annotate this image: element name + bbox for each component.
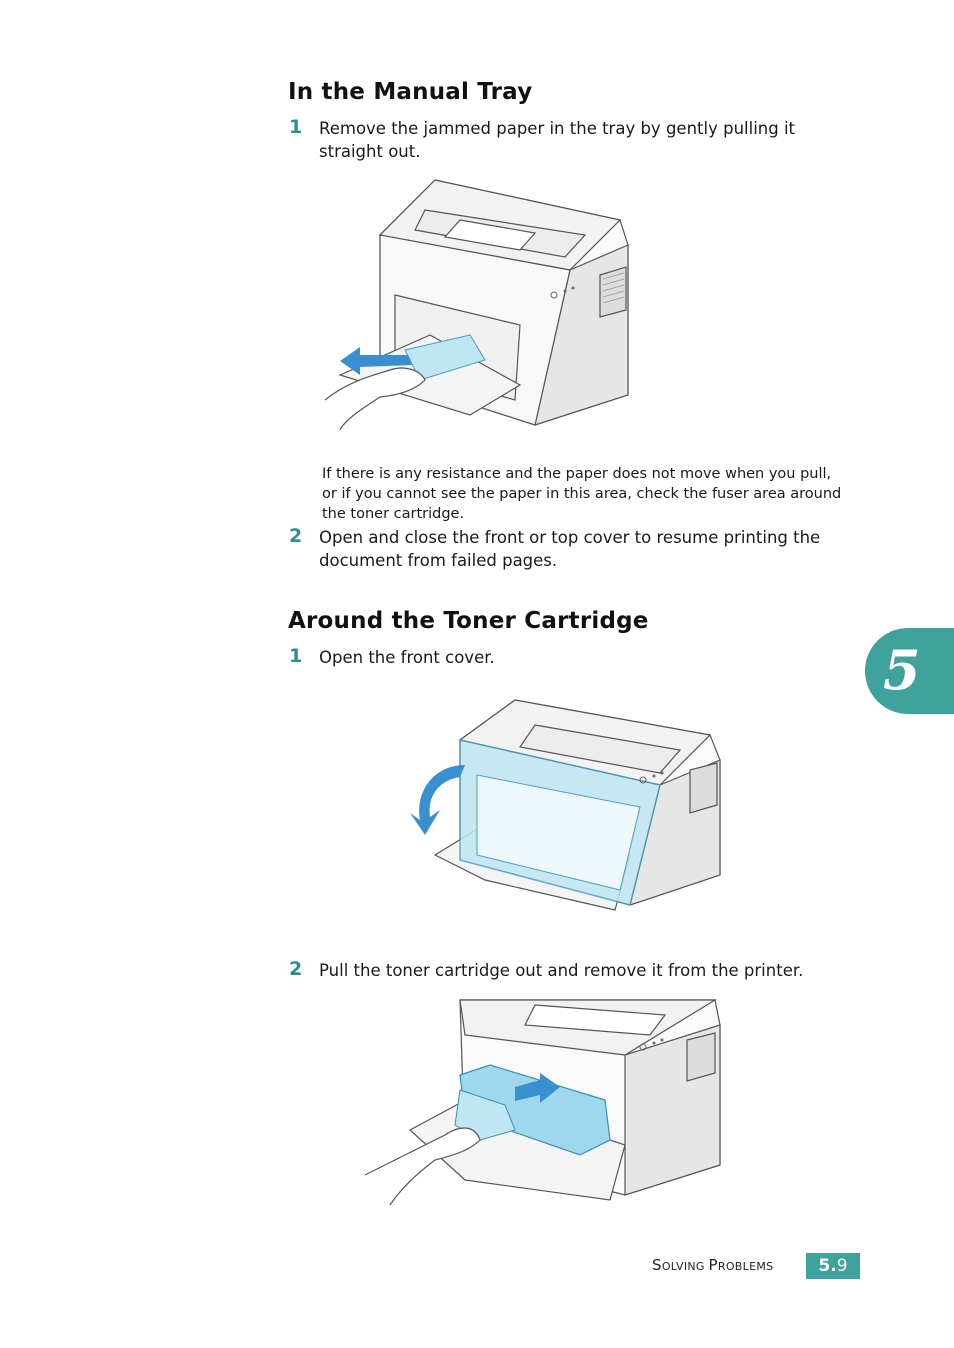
printer-manual-tray-illustration <box>324 179 629 431</box>
step-text: Pull the toner cartridge out and remove … <box>319 961 804 980</box>
section-heading-manual-tray: In the Manual Tray <box>288 79 533 105</box>
step-text: Open the front cover. <box>319 648 495 667</box>
step-text: Remove the jammed paper in the tray by g… <box>319 119 796 161</box>
page-number-box: 5.9 <box>806 1253 860 1279</box>
printer-open-front-cover-illustration <box>410 699 721 911</box>
section-heading-toner-cartridge: Around the Toner Cartridge <box>288 608 649 634</box>
step-number: 1 <box>289 116 303 138</box>
step-number: 1 <box>289 645 303 667</box>
step-number: 2 <box>289 525 303 547</box>
note-text: If there is any resistance and the paper… <box>322 466 842 522</box>
step-text: Open and close the front or top cover to… <box>319 528 821 570</box>
footer-section-title: SOLVING PROBLEMS <box>652 1256 774 1274</box>
chapter-number: 5 <box>883 638 921 702</box>
printer-remove-toner-illustration <box>365 999 721 1206</box>
chapter-tab: 5 <box>865 628 954 714</box>
step-number: 2 <box>289 958 303 980</box>
